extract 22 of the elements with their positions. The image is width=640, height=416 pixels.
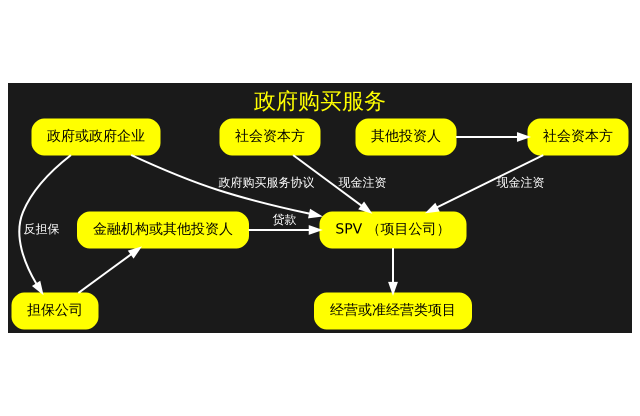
- node-box: 其他投资人: [356, 118, 456, 156]
- arrow: [18, 154, 72, 296]
- edge-label: 贷款: [272, 212, 296, 227]
- arrow: [292, 154, 372, 214]
- node-box: SPV （项目公司）: [320, 212, 466, 248]
- node-box: 政府或政府企业: [32, 118, 160, 156]
- node-box: 金融机构或其他投资人: [77, 212, 249, 248]
- diagram-title: 政府购买服务: [254, 90, 386, 115]
- edge-label: 现金注资: [338, 176, 386, 190]
- node-box: 社会资本方: [528, 118, 628, 156]
- arrow: [388, 248, 398, 296]
- node-box: 经营或准经营类项目: [314, 292, 472, 330]
- arrow: [130, 154, 323, 218]
- edge-label: 政府购买服务协议: [218, 176, 314, 190]
- arrow: [78, 246, 142, 294]
- node-box: 社会资本方: [220, 118, 320, 156]
- edge-label: 反担保: [24, 222, 60, 236]
- arrow: [248, 225, 323, 235]
- arrow: [424, 154, 544, 214]
- arrow: [456, 132, 531, 142]
- edge-label: 现金注资: [496, 176, 544, 190]
- node-box: 担保公司: [12, 292, 98, 330]
